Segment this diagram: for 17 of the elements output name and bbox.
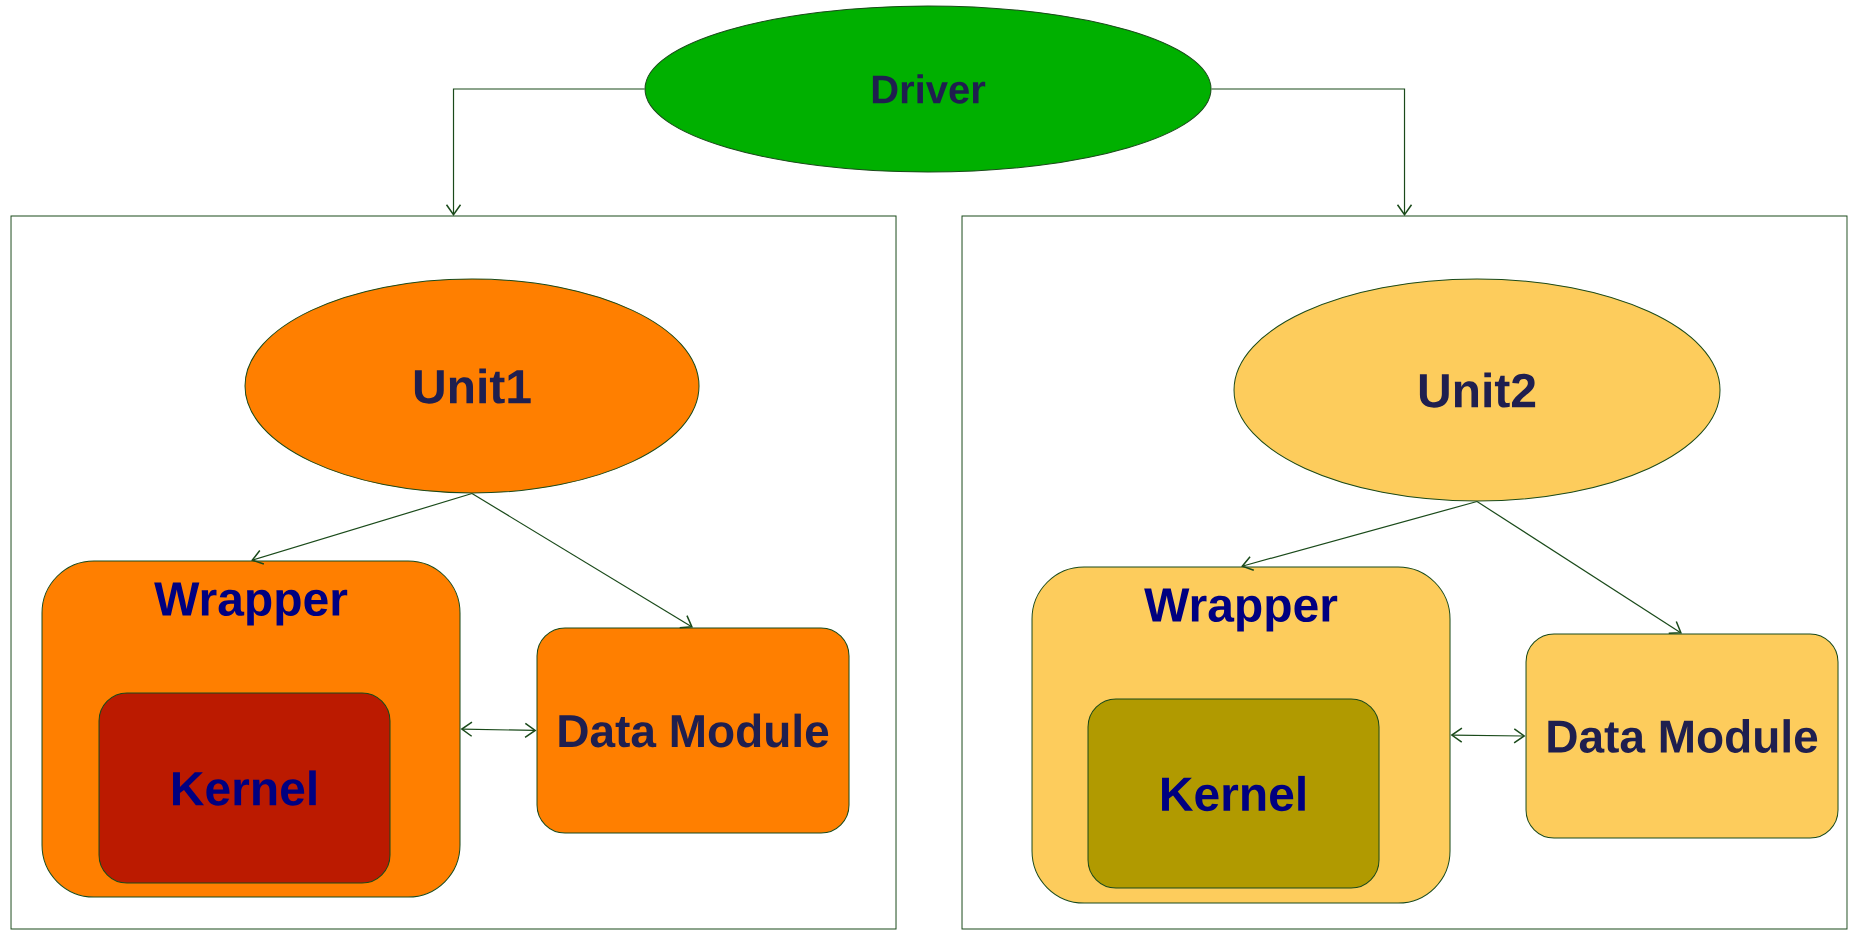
arrow (1210, 88, 1413, 216)
container-box (10, 215, 897, 930)
arrow (460, 721, 537, 739)
arrow (1450, 727, 1526, 744)
ellipse-node: Unit1 (244, 278, 700, 494)
ellipse-node: Unit2 (1233, 278, 1721, 502)
arrow (1241, 500, 1478, 571)
ellipse-node: Driver (644, 5, 1212, 173)
rounded-box: Data Module (536, 627, 850, 834)
rounded-box: Kernel (1087, 698, 1380, 889)
arrow (471, 492, 693, 629)
container-box (961, 215, 1848, 930)
arrow (445, 88, 646, 216)
rounded-box: Kernel (98, 692, 391, 884)
rounded-box: Data Module (1525, 633, 1839, 839)
arrow (251, 492, 473, 565)
arrow (1476, 500, 1682, 634)
